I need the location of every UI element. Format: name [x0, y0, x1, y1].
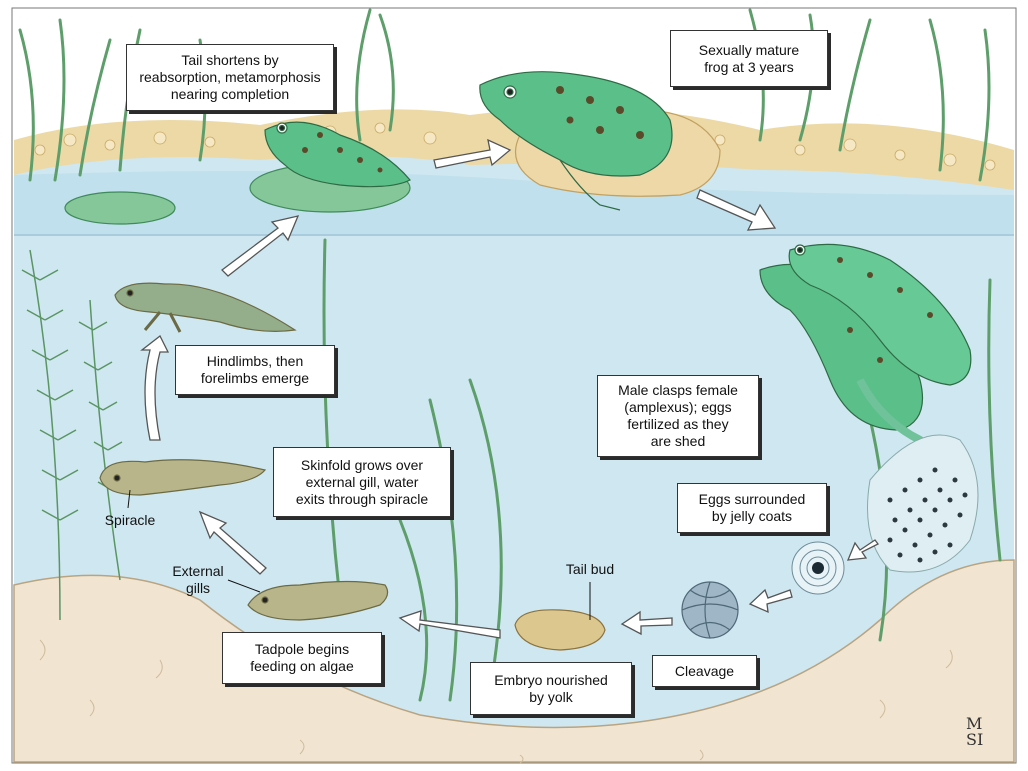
callout-spiracle: Spiracle — [104, 512, 156, 528]
arrow-embryo-to-tadpole — [398, 610, 501, 639]
jelly-coated-egg — [791, 541, 845, 595]
froglet — [264, 121, 411, 188]
embryo-tail-bud — [514, 609, 606, 651]
arrow-spiracle-to-legs — [140, 335, 170, 441]
arrow-jelly-to-cleavage — [748, 588, 793, 614]
pond-bottom-soil — [13, 559, 1015, 763]
cycle-arrows — [140, 138, 879, 639]
callout-external-gills: External gills — [172, 563, 224, 596]
arrow-tadpole-to-spiracle — [198, 510, 267, 575]
callout-lines — [127, 489, 591, 620]
arrow-adult-to-amplexus — [696, 189, 777, 231]
arrow-froglet-to-adult — [433, 138, 512, 169]
tadpole-external-gills — [247, 580, 389, 621]
artist-signature: M SI — [966, 714, 984, 749]
cleavage-embryo — [681, 581, 739, 639]
lily-pad-left — [64, 191, 176, 225]
tadpole-spiracle — [99, 459, 267, 496]
arrow-eggs-to-jelly — [846, 539, 879, 561]
egg-mass — [867, 434, 979, 573]
label-cleavage: Cleavage — [652, 655, 757, 687]
callout-tail-bud: Tail bud — [565, 561, 615, 577]
arrow-cleavage-to-embryo — [620, 610, 673, 636]
tadpole-with-legs — [114, 282, 297, 333]
top-bank — [14, 107, 1014, 190]
arrow-legs-to-froglet — [221, 215, 300, 277]
eggs — [887, 467, 968, 563]
mature-frog — [479, 71, 673, 211]
